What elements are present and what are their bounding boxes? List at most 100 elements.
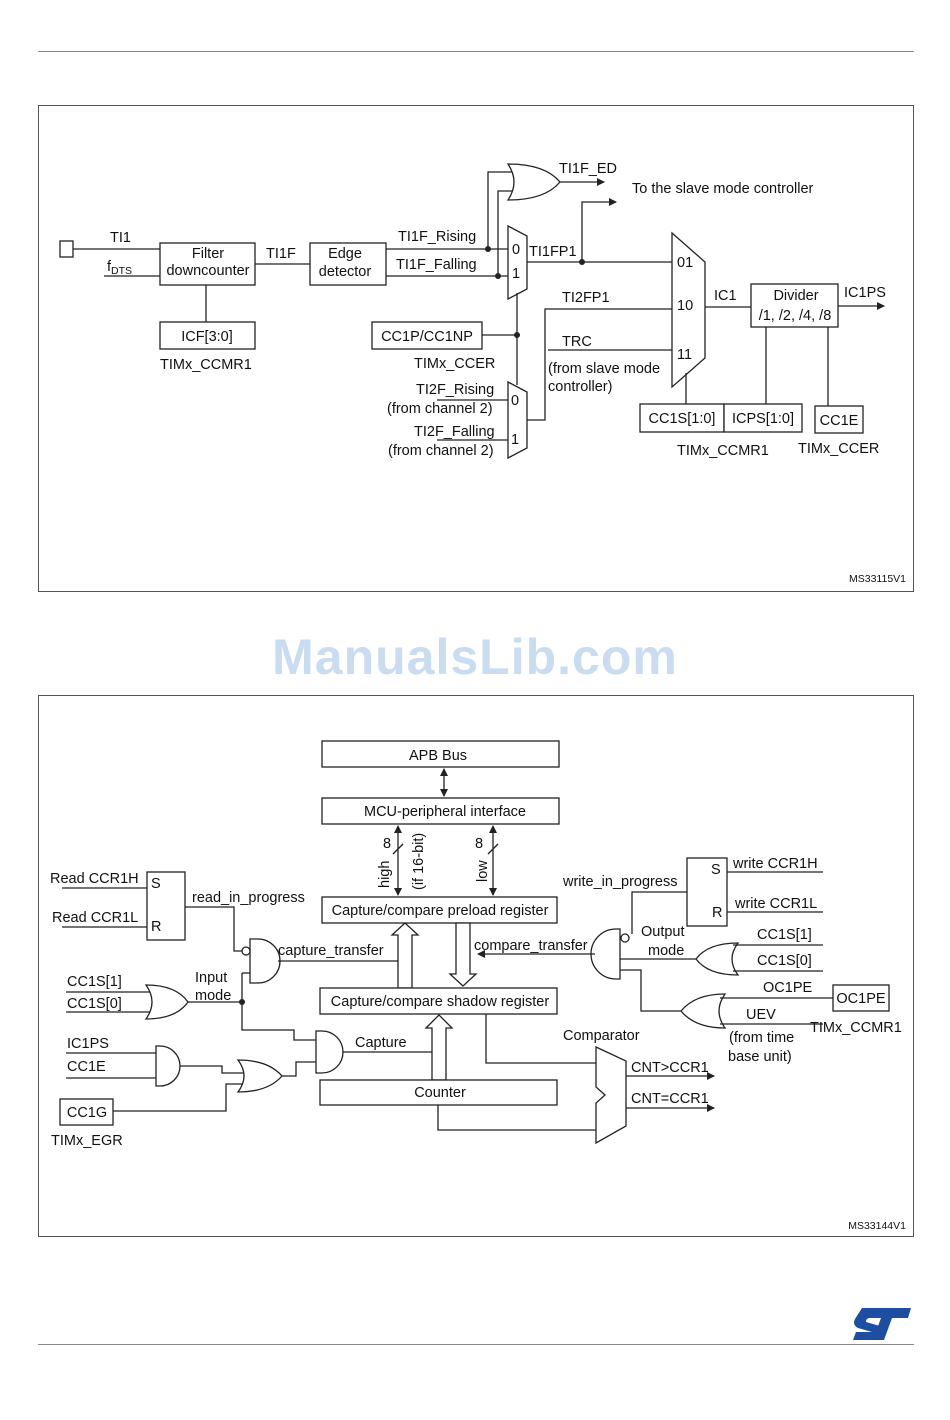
label-uev: UEV	[746, 1007, 776, 1023]
label-cc1s1-out: CC1S[1]	[757, 927, 812, 943]
apb-bus-label: APB Bus	[409, 748, 467, 764]
bus-low-slash	[487, 843, 499, 855]
bus-if16-label: (if 16-bit)	[411, 833, 427, 890]
mcu-interface-label: MCU-peripheral interface	[364, 804, 526, 820]
filter-box	[159, 242, 256, 286]
mcu-interface-box	[321, 797, 560, 825]
and-gate-capture-transfer	[249, 938, 281, 984]
divider-label-2: /1, /2, /4, /8	[759, 308, 832, 324]
label-cc1e: CC1E	[67, 1059, 106, 1075]
label-ti2f-falling-src: (from channel 2)	[388, 443, 494, 459]
label-ic1: IC1	[714, 288, 737, 304]
wire-counter-to-comparator	[437, 1105, 596, 1131]
wire-or-to-capture	[282, 1061, 316, 1077]
nor-gate-output-mode	[695, 942, 740, 976]
arrow-capture-to-preload	[390, 922, 420, 989]
apb-bus-box	[321, 740, 560, 768]
cc1s-label: CC1S[1:0]	[649, 411, 716, 427]
cc1e-box	[814, 405, 864, 434]
label-ti1f-ed: TI1F_ED	[559, 161, 617, 177]
diagram1-frame	[38, 105, 914, 592]
arrow-preload-to-shadow	[448, 922, 478, 987]
label-ic1ps: IC1PS	[67, 1036, 109, 1052]
label-ti1: TI1	[110, 230, 131, 246]
icf-label: ICF[3:0]	[181, 329, 233, 345]
mux-ic1-11: 11	[677, 347, 692, 363]
inverter-bubble-read	[241, 946, 251, 956]
bus-low-label: low	[475, 860, 491, 882]
mux-ic1-01: 01	[677, 255, 693, 271]
mux-ti1	[507, 224, 528, 301]
mux-ic1-10: 10	[677, 298, 693, 314]
oc1pe-box-label: OC1PE	[836, 991, 885, 1007]
wire-shadow-to-comparator	[485, 1014, 596, 1064]
bus-low-8: 8	[475, 836, 483, 852]
mux-ti2-0: 0	[511, 393, 519, 409]
label-cnt-gt: CNT>CCR1	[631, 1060, 709, 1076]
timx-ccmr1-label: TIMx_CCMR1	[810, 1020, 902, 1036]
label-read-ccr1l: Read CCR1L	[52, 910, 138, 926]
wire-input-mode-to-capture	[241, 1002, 316, 1041]
diagram1-id: MS33115V1	[849, 573, 906, 585]
comparator	[595, 1045, 627, 1145]
and-gate-capture	[315, 1030, 344, 1074]
inverter-bubble-write	[620, 933, 630, 943]
read-latch-s: S	[151, 876, 161, 892]
label-input-mode-2: mode	[195, 988, 231, 1004]
preload-register-box	[321, 896, 558, 924]
label-write-ccr1h: write CCR1H	[732, 856, 818, 872]
label-oc1pe: OC1PE	[763, 980, 812, 996]
wire-read-in-progress	[185, 906, 242, 952]
and-gate-compare-transfer	[590, 928, 621, 980]
divider-box	[750, 283, 839, 328]
diagram2-frame	[38, 695, 914, 1237]
label-input-mode-1: Input	[195, 970, 227, 986]
ti1-pad	[59, 240, 74, 258]
label-trc-note-2: controller)	[548, 379, 612, 395]
label-cc1s0: CC1S[0]	[67, 996, 122, 1012]
cc1s-box	[639, 403, 725, 433]
label-cc1s0-out: CC1S[0]	[757, 953, 812, 969]
read-latch	[146, 871, 186, 941]
label-ti2fp1: TI2FP1	[562, 290, 610, 306]
label-slave-mode: To the slave mode controller	[632, 181, 814, 197]
or-gate-ti1f-ed	[506, 163, 561, 201]
timx-ccmr1-label-b: TIMx_CCMR1	[677, 443, 769, 459]
label-read-in-progress: read_in_progress	[192, 890, 305, 906]
top-rule	[38, 51, 914, 52]
mux-ti2	[507, 380, 528, 460]
counter-label: Counter	[414, 1085, 466, 1101]
wire-ti2fp1	[527, 308, 672, 421]
mux-ti1-1: 1	[512, 266, 520, 282]
bus-high-8: 8	[383, 836, 391, 852]
cc1g-label: CC1G	[67, 1105, 107, 1121]
read-latch-r: R	[151, 919, 161, 935]
filter-label-1: Filter	[192, 246, 224, 262]
bus-high-label: high	[377, 861, 393, 888]
label-read-ccr1h: Read CCR1H	[50, 871, 139, 887]
timx-ccmr1-label: TIMx_CCMR1	[160, 357, 252, 373]
watermark: ManualsLib.com	[272, 629, 678, 685]
label-compare-transfer: compare_transfer	[474, 938, 588, 954]
timx-ccer-label: TIMx_CCER	[414, 356, 495, 372]
write-latch-r: R	[712, 905, 722, 921]
wire-write-in-progress	[631, 891, 687, 934]
label-comparator: Comparator	[563, 1028, 640, 1044]
label-write-ccr1l: write CCR1L	[734, 896, 817, 912]
label-write-in-progress: write_in_progress	[562, 874, 677, 890]
label-ti1f-falling: TI1F_Falling	[396, 257, 477, 273]
label-ti1fp1: TI1FP1	[529, 244, 577, 260]
label-ti1f-rising: TI1F_Rising	[398, 229, 476, 245]
label-output-mode-1: Output	[641, 924, 685, 940]
and-gate-ic1ps	[155, 1045, 181, 1087]
cc1g-box	[59, 1098, 114, 1126]
bus-high-slash	[392, 843, 404, 855]
label-ti2f-rising-src: (from channel 2)	[387, 401, 493, 417]
label-trc: TRC	[562, 334, 592, 350]
arrow-counter-to-shadow	[424, 1014, 454, 1081]
bottom-rule	[38, 1344, 914, 1345]
label-ti1f: TI1F	[266, 246, 296, 262]
diagram2: APB Bus MCU-peripheral interface 8 high …	[50, 740, 906, 1232]
mux-ti1-0: 0	[512, 242, 520, 258]
